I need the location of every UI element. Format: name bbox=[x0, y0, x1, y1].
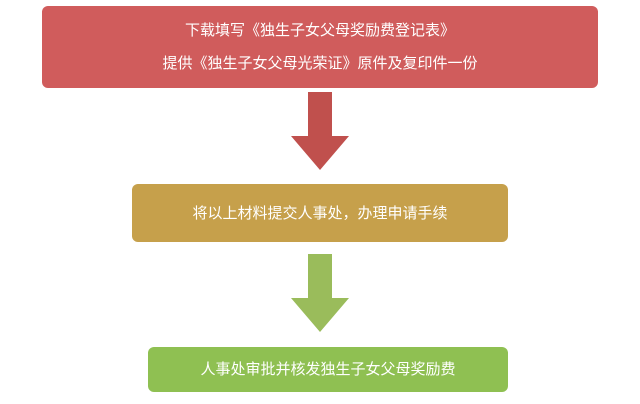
step-1-box: 下载填写《独生子女父母奖励费登记表》 提供《独生子女父母光荣证》原件及复印件一份 bbox=[42, 6, 598, 88]
step-1-line-2: 提供《独生子女父母光荣证》原件及复印件一份 bbox=[162, 54, 478, 72]
step-2-label: 将以上材料提交人事处，办理申请手续 bbox=[192, 203, 448, 222]
step-2-box: 将以上材料提交人事处，办理申请手续 bbox=[132, 184, 508, 242]
step-1-line-1: 下载填写《独生子女父母奖励费登记表》 bbox=[184, 21, 455, 40]
down-arrow-icon-2 bbox=[291, 254, 349, 332]
step-3-label: 人事处审批并核发独生子女父母奖励费 bbox=[200, 360, 456, 379]
down-arrow-icon-1 bbox=[291, 92, 349, 170]
step-3-box: 人事处审批并核发独生子女父母奖励费 bbox=[148, 347, 508, 392]
